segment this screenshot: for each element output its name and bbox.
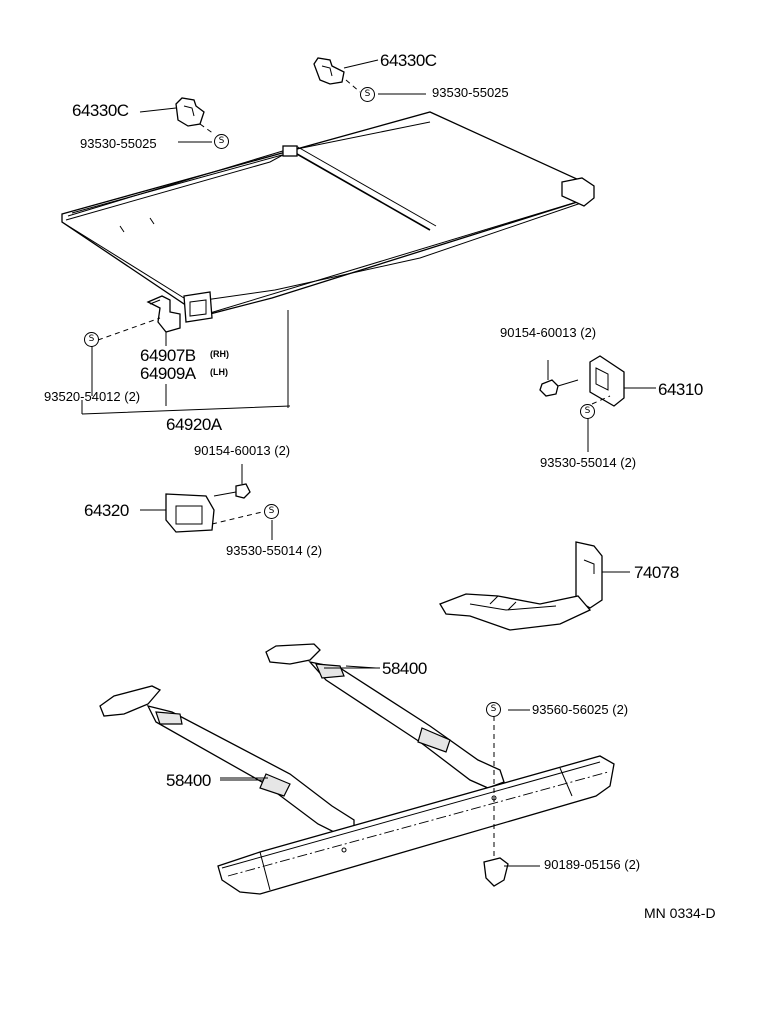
washer-icon: S <box>360 87 375 102</box>
part-label-93530-55025-top: 93530-55025 <box>432 85 509 100</box>
part-label-74078: 74078 <box>634 563 679 582</box>
part-label-64320: 64320 <box>84 501 129 520</box>
part-label-93530-55014-left: 93530-55014 (2) <box>226 543 323 558</box>
part-label-64330c-top: 64330C <box>380 51 437 70</box>
part-label-90189-05156: 90189-05156 (2) <box>544 857 641 872</box>
diagram-code: MN 0334-D <box>644 905 716 921</box>
washer-icon: S <box>486 702 501 717</box>
strap-58400-upper-drawing <box>265 643 505 789</box>
part-label-93530-55014-right: 93530-55014 (2) <box>540 455 637 470</box>
washer-icon: S <box>264 504 279 519</box>
part-label-58400-bottom: 58400 <box>166 771 211 790</box>
bracket-64320-drawing <box>140 464 273 540</box>
part-label-64330c-left: 64330C <box>72 101 129 120</box>
part-label-93560-56025: 93560-56025 (2) <box>532 702 629 717</box>
part-label-64920a: 64920A <box>166 415 222 434</box>
bracket-64907b-drawing <box>81 295 291 415</box>
part-label-64909a: 64909A <box>140 364 196 383</box>
part-label-93520-54012: 93520-54012 (2) <box>44 389 141 404</box>
part-label-90154-60013-left: 90154-60013 (2) <box>194 443 291 458</box>
belt-74078-drawing <box>439 541 630 631</box>
part-label-90154-60013-right: 90154-60013 (2) <box>500 325 597 340</box>
washer-icon: S <box>580 404 595 419</box>
side-label-rh: (RH) <box>210 349 229 359</box>
bracket-64330c-top-drawing <box>313 57 379 93</box>
part-label-93530-55025-left: 93530-55025 <box>80 136 157 151</box>
bracket-64330c-left-drawing <box>139 97 215 135</box>
floor-rail-drawing <box>217 709 615 895</box>
strap-58400-lower-drawing <box>99 685 355 833</box>
washer-icon: S <box>84 332 99 347</box>
bracket-64310-drawing <box>539 355 656 452</box>
part-label-64310: 64310 <box>658 380 703 399</box>
tonneau-cover-drawing <box>61 111 595 323</box>
part-label-64907b: 64907B <box>140 346 196 365</box>
washer-icon: S <box>214 134 229 149</box>
side-label-lh: (LH) <box>210 367 228 377</box>
part-label-58400-top: 58400 <box>382 659 427 678</box>
